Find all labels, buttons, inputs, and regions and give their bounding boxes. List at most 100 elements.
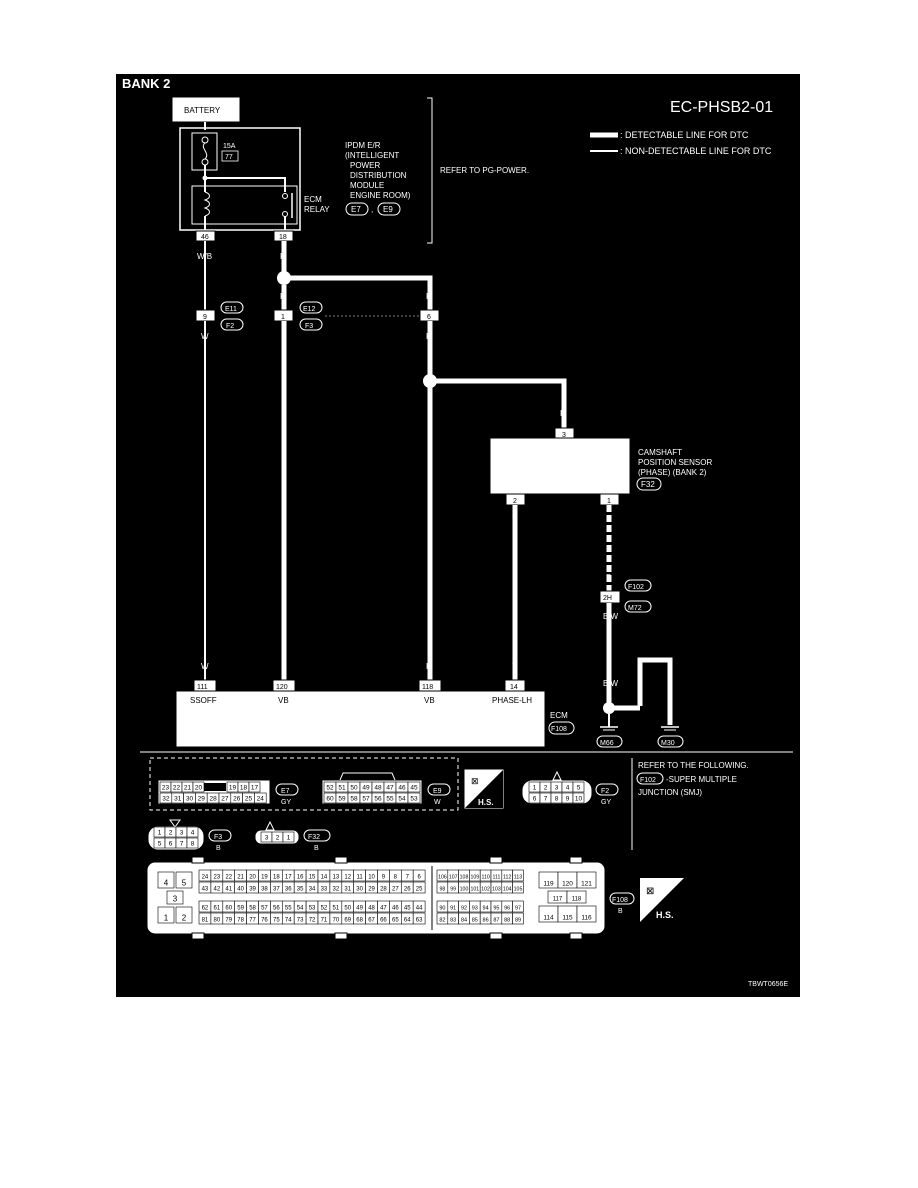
f3-pin-1: 1: [158, 830, 162, 837]
e7-tag-text: E7: [281, 788, 290, 795]
ecm-pin-79: 79: [225, 918, 232, 924]
joint-pin-6-label: 6: [427, 314, 431, 321]
f32-tag-text: F32: [308, 834, 320, 841]
ecm-pin-42: 42: [214, 887, 221, 893]
ecm-pin-22: 22: [225, 875, 232, 881]
ecm-pin-121-cell: [576, 871, 597, 889]
e9-pin-56: 56: [374, 796, 382, 803]
refer-pg-power: REFER TO PG-POWER.: [440, 166, 529, 175]
f2-pin-5: 5: [577, 785, 581, 792]
f32-key-icon: [265, 820, 275, 831]
joint-pin-1-label: 1: [281, 314, 285, 321]
ecm-pin-47: 47: [380, 906, 387, 912]
wire-p-label-4: P: [426, 332, 431, 341]
ecm-pin-52: 52: [321, 906, 328, 912]
refer-following-title: REFER TO THE FOLLOWING.: [638, 761, 749, 770]
ecm-pin-27: 27: [392, 887, 399, 893]
relay-label-1: ECM: [304, 195, 322, 204]
ecm-pin-108: 108: [460, 875, 469, 881]
ecm-pin-87: 87: [493, 918, 499, 924]
ecm-pin-12: 12: [344, 875, 351, 881]
ecm-pin-25: 25: [416, 887, 423, 893]
ecm-pin-41: 41: [225, 887, 232, 893]
e9-pin-53: 53: [410, 796, 418, 803]
ecm-pin-38: 38: [261, 887, 268, 893]
ecm-pin-14: 14: [321, 875, 328, 881]
sensor-pin-1-label: 1: [607, 498, 611, 505]
ecm-left-3: 3: [173, 895, 178, 904]
refer-following-tag-box: [636, 772, 664, 785]
ecm-pin-63: 63: [416, 918, 423, 924]
e7-blank-cell: [204, 783, 226, 791]
ecm-term-vb1: VB: [278, 696, 289, 705]
ecm-pin-67: 67: [368, 918, 375, 924]
ecm-pin-113-cell: [512, 869, 524, 882]
ecm-pin-20: 20: [249, 875, 256, 881]
ecm-pin-30: 30: [356, 887, 363, 893]
ecm-pin-66: 66: [380, 918, 387, 924]
e9-pin-57: 57: [362, 796, 370, 803]
relay-label-2: RELAY: [304, 205, 330, 214]
ecm-pin-29: 29: [368, 887, 375, 893]
ecm-pin-115: 115: [562, 915, 573, 922]
ecm-pin-14-label: 14: [510, 684, 518, 691]
wire-p-label-2: P: [280, 292, 285, 301]
joint-tag-e11: [220, 301, 244, 314]
ecm-pin-117: 117: [553, 897, 563, 903]
ecm-term-vb2: VB: [424, 696, 435, 705]
refer-bracket: [427, 97, 433, 244]
ecm-label: ECM: [550, 711, 568, 720]
ecm-pin-55: 55: [285, 906, 292, 912]
ecm-pin-62: 62: [202, 906, 209, 912]
ecm-left-5: 5: [182, 879, 187, 888]
legend-detectable: : DETECTABLE LINE FOR DTC: [620, 130, 749, 140]
ecm-left-4: 4: [164, 879, 169, 888]
hs-icon-1-harness: ⊠: [471, 776, 479, 786]
footer-code: TBWT0656E: [748, 981, 788, 988]
f3-pin-4: 4: [191, 830, 195, 837]
f3-pin-6: 6: [169, 841, 173, 848]
f32-pin-1: 1: [287, 835, 291, 842]
ecm-pin-116: 116: [581, 915, 592, 922]
ecm-pin-80: 80: [214, 918, 221, 924]
joint-tag-f3-text: F3: [305, 323, 313, 330]
ecm-conn-tag: [548, 721, 575, 735]
ecm-pin-11: 11: [357, 875, 364, 881]
ground-tag-m66: [596, 735, 623, 748]
ipdm-conn-sep: ,: [371, 205, 373, 214]
ecm-connector-tab-8: [569, 932, 583, 940]
wire-p-branch: [284, 275, 433, 310]
ecm-left-2: 2: [182, 914, 187, 923]
ipdm-label-1: IPDM E/R: [345, 141, 381, 150]
ecm-pin-44: 44: [416, 906, 423, 912]
ecm-term-phase: PHASE-LH: [492, 696, 532, 705]
f2-pin-1: 1: [533, 785, 537, 792]
f3-tag-text: F3: [214, 834, 222, 841]
ecm-pin-17: 17: [285, 875, 292, 881]
ecm-pin-69: 69: [344, 918, 351, 924]
f108-color: B: [618, 908, 623, 915]
ecm-pin-71: 71: [321, 918, 328, 924]
hs-icon-1-text: H.S.: [478, 798, 494, 807]
e7-pin-29: 29: [198, 796, 206, 803]
ground-tag-m30: [657, 735, 684, 748]
smj-pin-label: 2H: [603, 595, 612, 602]
ecm-pin-13: 13: [333, 875, 340, 881]
wire-wb-label: W/B: [197, 252, 212, 261]
ecm-pin-103: 103: [492, 887, 501, 893]
ecm-pin-59: 59: [237, 906, 244, 912]
ecm-pin-89-cell: [512, 912, 524, 925]
bank-label: BANK 2: [122, 76, 170, 91]
f2-tag: [595, 783, 619, 796]
e7-pin-17-cell: [248, 781, 261, 793]
ipdm-conn-1: E7: [351, 205, 361, 214]
joint-tag-f3: [299, 318, 323, 331]
refer-following-desc1: -SUPER MULTIPLE: [666, 775, 737, 784]
joint-tag-f2: [220, 318, 244, 331]
e9-pin-55: 55: [386, 796, 394, 803]
ground-wire-b: [637, 657, 673, 725]
smj-tag-1-text: F102: [628, 584, 644, 591]
ipdm-conn-2: E9: [383, 205, 393, 214]
f108-tag: [609, 892, 635, 905]
